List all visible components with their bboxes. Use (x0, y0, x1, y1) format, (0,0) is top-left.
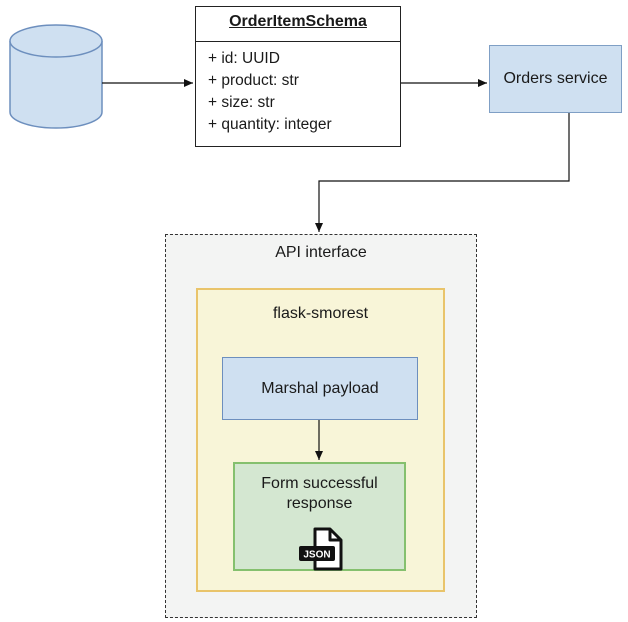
form-response-box: Form successful response JSON (233, 462, 406, 571)
api-interface-label: API interface (275, 244, 367, 261)
marshal-payload-box: Marshal payload (222, 357, 418, 420)
schema-field: + quantity: integer (208, 116, 332, 133)
json-file-icon: JSON (299, 527, 343, 571)
orders-service-label: Orders service (503, 70, 608, 87)
orders-to-api-arrow (315, 113, 570, 232)
schema-field: + product: str (208, 72, 299, 89)
flask-smorest-label: flask-smorest (272, 305, 369, 322)
form-response-line1: Form successful (261, 475, 378, 492)
form-response-line2: response (286, 495, 353, 512)
form-response-label: Form successful response (235, 474, 404, 514)
schema-field: + id: UUID (208, 50, 280, 67)
schema-field-list: + id: UUID + product: str + size: str + … (208, 48, 332, 136)
order-item-schema-box: OrderItemSchema + id: UUID + product: st… (195, 6, 401, 147)
orders-service-box: Orders service (489, 45, 622, 113)
marshal-payload-label: Marshal payload (261, 379, 379, 397)
schema-title: OrderItemSchema (196, 7, 400, 42)
database-icon (9, 24, 103, 129)
json-icon-label: JSON (303, 550, 330, 561)
schema-field: + size: str (208, 94, 275, 111)
